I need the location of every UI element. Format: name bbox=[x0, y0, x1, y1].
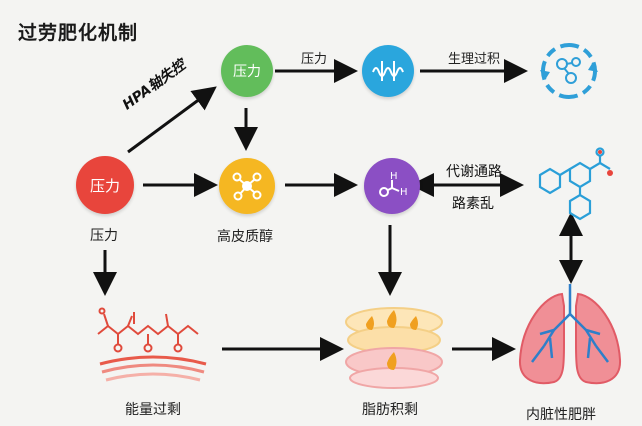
cortisol-caption: 高皮质醇 bbox=[217, 229, 273, 245]
svg-text:H: H bbox=[400, 187, 408, 198]
fat-droplet-icon bbox=[345, 307, 443, 389]
fat-caption: 脂肪积剩 bbox=[362, 402, 418, 418]
cycle-molecule-icon bbox=[540, 43, 598, 99]
energy-caption: 能量过剩 bbox=[125, 402, 181, 418]
stress-node: 压力 bbox=[76, 156, 134, 214]
edge-label-metabolic-1: 代谢通路 bbox=[446, 164, 502, 180]
edge-label-top-stress: 压力 bbox=[301, 52, 328, 67]
stress-top-node: 压力 bbox=[221, 45, 273, 97]
aromatic-molecule-icon bbox=[538, 147, 613, 221]
visceral-caption: 内脏性肥胖 bbox=[526, 407, 596, 423]
fatty-acid-chain-icon bbox=[97, 307, 207, 382]
edge-label-metabolic-2: 路素乱 bbox=[452, 196, 494, 212]
lungs-icon bbox=[518, 284, 622, 385]
arrow-hpa bbox=[127, 86, 217, 154]
stress-caption: 压力 bbox=[90, 228, 118, 244]
molecule-icon bbox=[219, 158, 275, 214]
diagram-title: 过劳肥化机制 bbox=[18, 22, 139, 44]
edge-label-physio: 生理过积 bbox=[448, 52, 501, 67]
water-molecule-icon: H H bbox=[364, 158, 420, 214]
oscillation-icon bbox=[362, 45, 414, 97]
svg-text:H: H bbox=[390, 171, 398, 182]
